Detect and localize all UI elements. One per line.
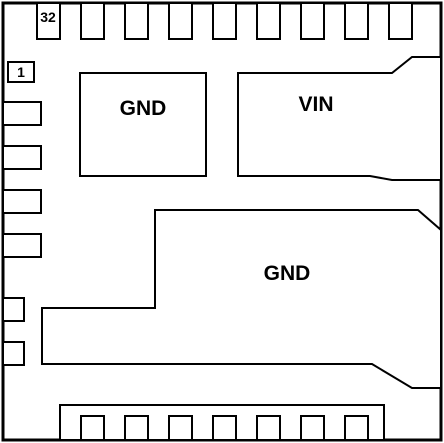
bottom-pin	[124, 415, 149, 441]
gnd-pad-bottom	[41, 209, 442, 389]
top-pin	[256, 2, 281, 40]
top-pin	[168, 2, 193, 40]
left-pin	[2, 297, 25, 322]
gnd-pad-bottom-label: GND	[264, 262, 311, 285]
top-pin	[388, 2, 413, 40]
vin-pad	[237, 56, 442, 181]
top-pin	[344, 2, 369, 40]
gnd-pad-top	[79, 72, 207, 177]
gnd-pad-top-label: GND	[120, 97, 167, 120]
vin-pad-label: VIN	[298, 93, 333, 116]
left-pin	[2, 189, 42, 214]
top-pin	[212, 2, 237, 40]
left-pin	[2, 233, 42, 258]
pin-1-marker	[7, 61, 35, 83]
bottom-pin	[300, 415, 325, 441]
bottom-pin	[344, 415, 369, 441]
bottom-pin	[212, 415, 237, 441]
top-pin	[300, 2, 325, 40]
top-pin	[80, 2, 105, 40]
top-pin-row	[36, 2, 413, 40]
pin-32-label: 32	[40, 9, 56, 25]
bottom-pin	[80, 415, 105, 441]
bottom-pin	[168, 415, 193, 441]
left-pin-column	[2, 101, 42, 366]
left-pin	[2, 341, 25, 366]
bottom-pin-row	[80, 415, 369, 441]
left-pin	[2, 145, 42, 170]
pin-1-label: 1	[17, 64, 25, 80]
top-pin	[36, 2, 61, 40]
bottom-pin	[256, 415, 281, 441]
top-pin	[124, 2, 149, 40]
left-pin	[2, 101, 42, 126]
